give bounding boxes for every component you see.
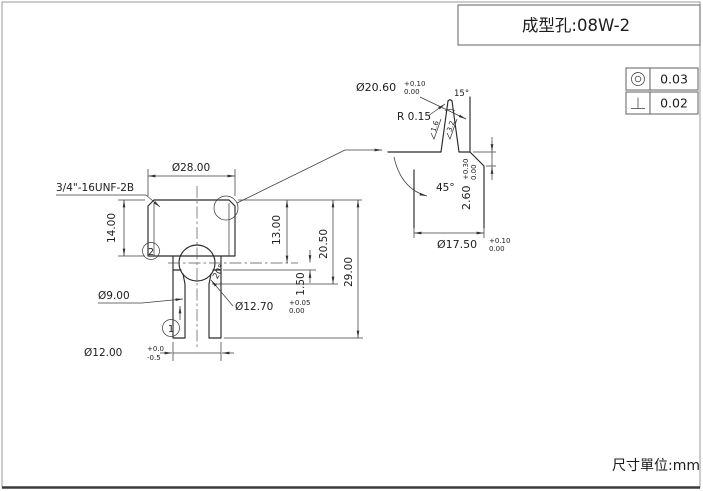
balloon-1: 1 (162, 306, 182, 337)
dim-ball-12-70-label: Ø12.70 (235, 301, 273, 313)
dim-20-50: 20.50 (318, 200, 335, 284)
dim-1-50: 1.50 (295, 250, 312, 296)
dim-cone-angle-15-label: 15° (454, 89, 469, 99)
dim-hole-9-label: Ø9.00 (98, 290, 130, 302)
dim-pin-17-50-tol-lower: 0.00 (489, 245, 505, 253)
balloon-2: 2 (142, 242, 160, 260)
dim-depth-tol-upper: +0.30 (462, 159, 470, 180)
dim-depth-2-60-label: 2.60 (460, 186, 473, 211)
dim-29-label: 29.00 (343, 257, 355, 287)
thread-callout: 3/4"-16UNF-2B (56, 182, 161, 208)
dim-chamfer-45: 45° (436, 182, 455, 194)
dim-hole-9: Ø9.00 (98, 290, 184, 304)
dim-pin-17-50-tol-upper: +0.10 (489, 237, 510, 245)
perpendicularity-value: 0.02 (660, 96, 688, 111)
dim-tip-radius: R 0.15 (397, 103, 446, 123)
dim-right-extensions (212, 199, 363, 339)
dim-bore-20-60-tol-lower: 0.00 (404, 88, 420, 96)
dim-depth-2-60: 2.60 +0.30 0.00 (460, 137, 496, 210)
left-view-centerlines (168, 186, 298, 350)
roughness-fine-label: 1.6 (430, 119, 441, 133)
dim-stem-12-tol-lower: -0.5 (147, 354, 161, 362)
dim-flange-height-label: 14.00 (106, 213, 118, 243)
dim-pin-17-50: Ø17.50 +0.10 0.00 (413, 228, 510, 253)
dim-flange-diameter: Ø28.00 (147, 162, 236, 196)
dim-chamfer-45-label: 45° (436, 182, 455, 194)
dim-bore-20-60-tol-upper: +0.10 (404, 80, 425, 88)
perpendicularity-icon (631, 97, 645, 109)
dim-ball-12-70: Ø12.70 +0.05 0.00 20° (210, 263, 310, 315)
thread-label: 3/4"-16UNF-2B (56, 182, 134, 194)
units-label: 尺寸單位:mm (612, 458, 700, 474)
roughness-coarse-label: 3.2 (446, 120, 457, 133)
dim-bore-20-60-label: Ø20.60 (356, 81, 396, 94)
dim-tip-radius-label: R 0.15 (397, 111, 431, 123)
concentricity-icon (631, 72, 645, 86)
dim-stem-12: Ø12.00 +0.0 -0.5 (84, 342, 234, 362)
dim-cone-angle-15: 15° (444, 89, 469, 112)
dim-29: 29.00 (343, 200, 360, 338)
dim-stem-12-tol-upper: +0.0 (147, 345, 164, 353)
dim-flange-height: 14.00 (106, 199, 145, 257)
dim-flange-diameter-label: Ø28.00 (172, 162, 210, 174)
dim-1-50-label: 1.50 (295, 272, 307, 295)
title-block: 成型孔:08W-2 (457, 4, 701, 46)
part-title: 成型孔:08W-2 (522, 16, 630, 35)
dim-13: 13.00 (271, 200, 289, 263)
tolerance-table: 0.03 0.02 (625, 67, 699, 115)
dim-ball-12-70-tol-upper: +0.05 (289, 299, 310, 307)
concentricity-value: 0.03 (660, 72, 688, 87)
dim-stem-12-label: Ø12.00 (84, 347, 122, 359)
balloon-1-number: 1 (168, 324, 174, 335)
dim-ball-12-70-tol-lower: 0.00 (289, 307, 305, 315)
balloon-2-number: 2 (148, 247, 154, 258)
dim-20-50-label: 20.50 (318, 229, 330, 259)
dim-depth-tol-lower: 0.00 (470, 164, 478, 180)
roughness-callouts: 1.6 3.2 (430, 118, 458, 140)
dim-seat-angle-label: 20° (211, 263, 227, 281)
dim-pin-17-50-label: Ø17.50 (437, 238, 477, 251)
detail-indicator (213, 148, 382, 221)
dim-13-label: 13.00 (271, 215, 283, 245)
detail-view-outline (387, 96, 485, 229)
